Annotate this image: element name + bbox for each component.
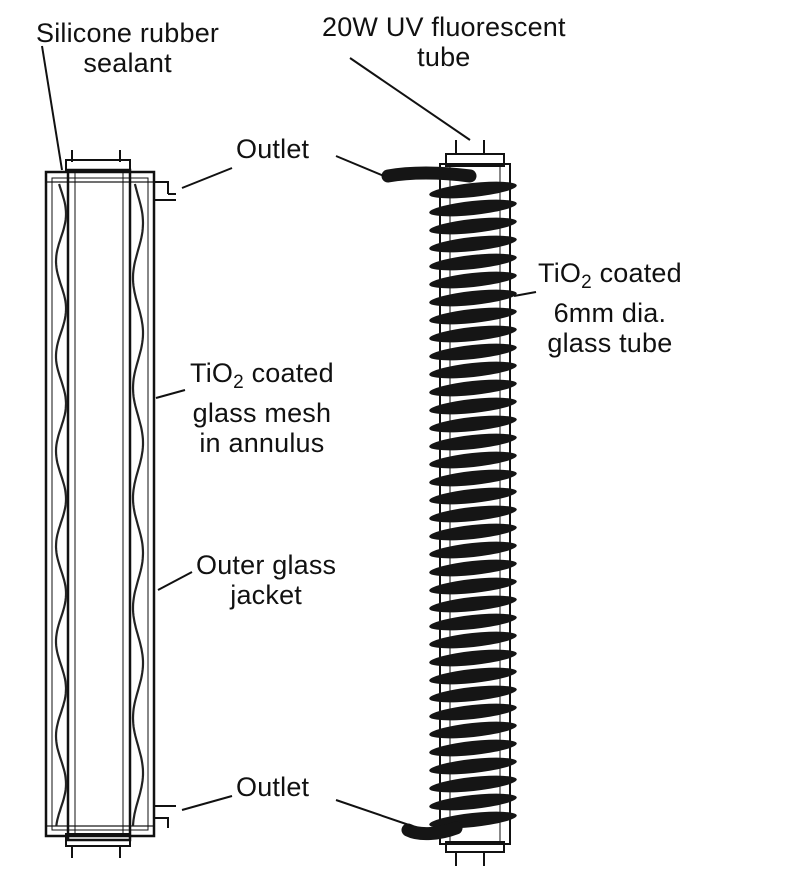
outer-jacket-line1: Outer glass [196,550,337,580]
label-silicone-line1: Silicone rubber [36,18,220,48]
coil-turn [429,757,517,775]
annular-reactor [44,150,176,858]
leader-tio2-tube [513,291,537,297]
coil-turn [429,631,517,649]
label-outlet-bottom: Outlet [236,772,309,802]
coil-turn [429,289,517,307]
label-uv-line1: 20W UV fluorescent [322,12,566,42]
coil-turn [429,361,517,379]
label-uv-line2: tube [417,42,471,72]
coil-turn [429,343,517,361]
coil-turn [429,433,517,451]
label-outer-jacket: Outer glass jacket [196,550,336,610]
coil-turn [429,685,517,703]
label-tio2-tube: TiO2 coated 6mm dia. glass tube [538,258,682,358]
leader-outlet-bottom-right [335,799,413,827]
coil-turn [429,469,517,487]
coil-turn [429,721,517,739]
coil-turn [429,649,517,667]
label-uv-tube: 20W UV fluorescent tube [322,12,566,72]
leader-sealant [41,45,63,171]
mesh-wave-right [131,183,145,827]
outlet-top-text: Outlet [236,134,310,164]
sealant-top [45,171,155,183]
coil-turn [429,739,517,757]
tio2-tube-subscript: 2 [581,272,592,293]
label-silicone-line2: sealant [83,48,172,78]
leader-outlet-top-right [335,155,385,177]
tio2-tube-line3: glass tube [547,328,673,358]
coil-turn [429,235,517,253]
label-tio2-mesh: TiO2 coated glass mesh in annulus [190,358,334,458]
coil-turn [429,379,517,397]
outer-jacket-line2: jacket [230,580,302,610]
leader-outlet-bottom-left [181,795,233,811]
label-outlet-top: Outlet [236,134,309,164]
outer-glass-jacket [44,170,156,838]
top-outlet-stub [154,181,176,201]
tio2-tube-line1: TiO2 coated [538,258,682,298]
tio2-mesh-line2: glass mesh [192,398,332,428]
tio2-mesh-suffix: coated [243,358,334,388]
leader-lines [41,45,537,827]
coil-turn [429,307,517,325]
coil-turn [429,487,517,505]
coil-turn [429,703,517,721]
tio2-tube-line2: 6mm dia. [553,298,667,328]
coil-turn [429,181,517,199]
mesh-wave-left [54,183,68,827]
coil-turn [429,523,517,541]
coil-turn [429,541,517,559]
coil-turn [429,595,517,613]
coil-turn [429,253,517,271]
bottom-outlet-stub [154,805,176,828]
uv-lamp-top-cap [445,153,505,167]
coil-turn [429,325,517,343]
tio2-tube-prefix: TiO [538,258,582,288]
coil-turn [429,577,517,595]
coil-turn [429,217,517,235]
tio2-mesh-subscript: 2 [233,372,244,393]
coil-turn [429,793,517,811]
leader-tio2-mesh [155,389,186,399]
coil-turn [429,415,517,433]
sealant-bottom [45,825,155,837]
leader-outer-jacket [157,571,193,591]
tio2-mesh-line1: TiO2 coated [190,358,334,398]
coil-bottom-tail [401,821,463,841]
leader-uv-tube [349,57,471,141]
coil-turn [429,397,517,415]
coil-turn [429,667,517,685]
coil-turn [429,775,517,793]
label-silicone-sealant: Silicone rubber sealant [36,18,219,78]
coil-turn [429,505,517,523]
tio2-coated-glass-coil [381,166,517,841]
outlet-bottom-text: Outlet [236,772,310,802]
coil-turn [429,613,517,631]
leader-outlet-top-left [181,167,233,189]
inner-lamp-tube [66,168,132,842]
tio2-tube-suffix: coated [591,258,682,288]
uv-lamp-bottom-cap [445,841,505,853]
coil-turn [429,271,517,289]
coil-turn [429,559,517,577]
coil-turn [429,199,517,217]
tio2-mesh-line3: in annulus [199,428,325,458]
coil-turn [429,451,517,469]
coil-top-tail [381,166,477,183]
tio2-mesh-prefix: TiO [190,358,234,388]
